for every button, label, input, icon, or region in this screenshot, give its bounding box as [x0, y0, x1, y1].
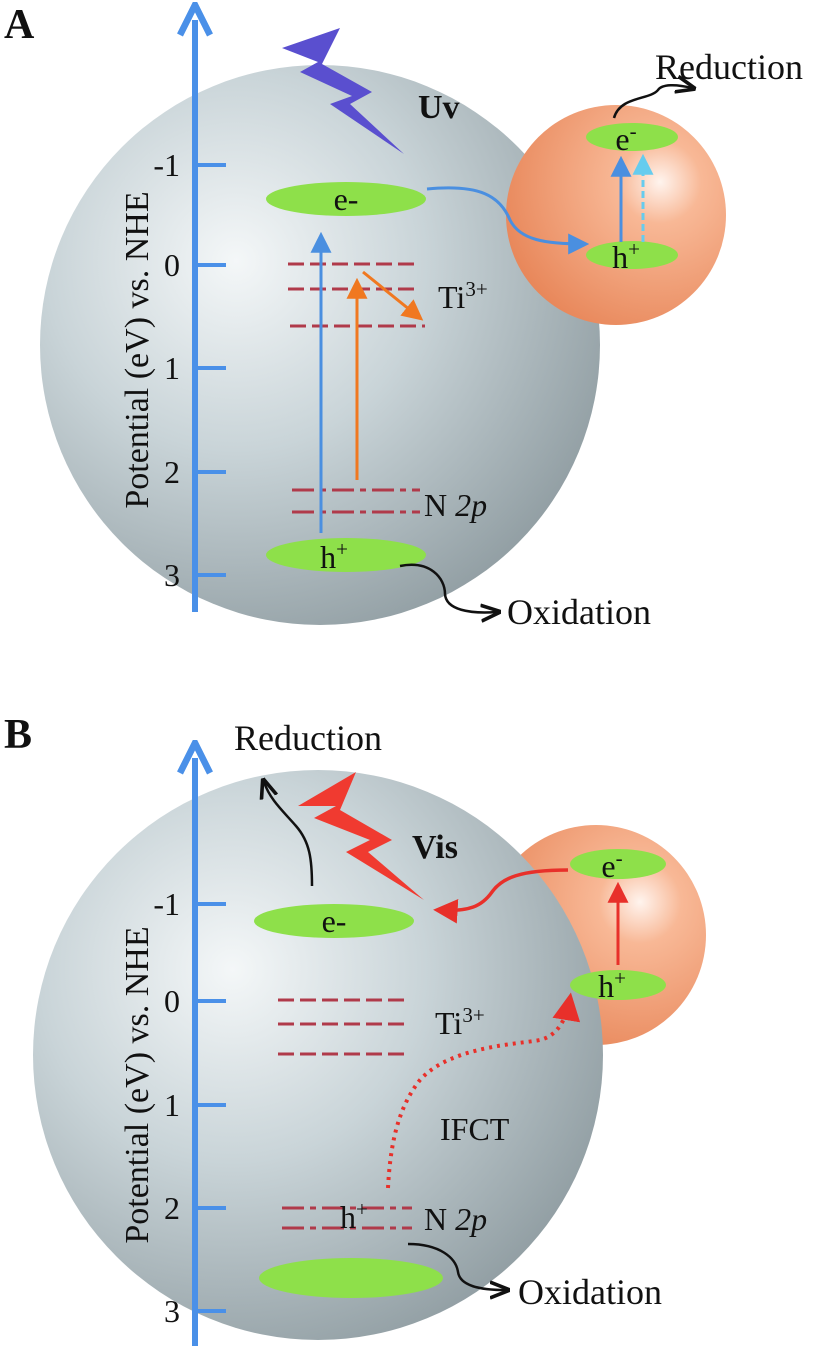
reduction-label-a: Reduction: [655, 47, 803, 87]
n2p-hole-label: h+: [340, 1197, 368, 1235]
vis-lightning-icon: [298, 772, 424, 900]
oxidation-label-a: Oxidation: [507, 592, 651, 632]
reduction-arrow-a: [612, 85, 692, 119]
tick-label: 2: [164, 454, 180, 490]
ti3-label-b: Ti3+: [435, 1003, 485, 1041]
panel-a: A -1 0 1 2 3 Potential (eV) vs. NHE Uv e…: [4, 2, 803, 632]
axis-ticks-a: [195, 163, 226, 577]
vis-label: Vis: [412, 829, 458, 866]
ifct-label: IFCT: [440, 1111, 510, 1147]
sat-conduction-band-a: [586, 123, 678, 151]
tick-label: 3: [164, 1293, 180, 1329]
host-conduction-band-a: [266, 182, 426, 216]
panel-a-letter: A: [4, 2, 35, 48]
host-conduction-band-b: [254, 904, 414, 938]
n2p-levels-a: [292, 488, 420, 514]
host-cb-label-b: e-: [322, 903, 347, 939]
host-sphere-b: [33, 770, 603, 1340]
oxidation-label-b: Oxidation: [518, 1272, 662, 1312]
sat-valence-band-b: [570, 970, 666, 1000]
panel-b-letter: B: [4, 712, 32, 758]
sat-conduction-band-b: [570, 849, 666, 879]
sat-vb-label-b: h+: [598, 966, 626, 1004]
sat-vb-label-a: h+: [612, 237, 640, 275]
panel-b: B -1 0 1 2 3 Potential (eV) vs. NHE Vis …: [4, 712, 706, 1346]
axis-title-a: Potential (eV) vs. NHE: [119, 191, 156, 508]
tick-label: 1: [164, 1087, 180, 1123]
host-cb-label: e-: [334, 181, 359, 217]
tick-label: 0: [164, 983, 180, 1019]
tick-label: 3: [164, 557, 180, 593]
n2p-label-a: N 2p: [424, 487, 487, 523]
host-vb-label: h+: [320, 537, 348, 575]
reduction-label-b: Reduction: [234, 718, 382, 758]
sat-valence-band-a: [586, 241, 678, 269]
tick-label: 1: [164, 350, 180, 386]
ti3-label-a: Ti3+: [438, 277, 488, 315]
sat-cb-label-a: e-: [615, 119, 636, 157]
axis-ticks-b: [195, 902, 226, 1313]
uv-lightning-icon: [282, 28, 404, 154]
host-valence-band-a: [266, 538, 426, 572]
tick-label: -1: [153, 886, 180, 922]
reduction-arrow-b: [264, 782, 314, 887]
axis-title-b: Potential (eV) vs. NHE: [119, 926, 156, 1243]
n2p-levels-b: [282, 1206, 412, 1230]
tick-label: 2: [164, 1190, 180, 1226]
tick-label: -1: [153, 147, 180, 183]
uv-label: Uv: [418, 89, 460, 126]
electron-injection-arrow-b: [433, 868, 569, 924]
tick-label: 0: [164, 247, 180, 283]
electron-transfer-arrow-a: [426, 186, 590, 255]
ti3-defect-levels-b: [278, 998, 410, 1056]
ti-relaxation-arrow: [362, 270, 424, 321]
n2p-label-b: N 2p: [424, 1201, 487, 1237]
satellite-sphere-a: [506, 105, 726, 325]
oxidation-arrow-b: [407, 1242, 506, 1290]
oxidation-arrow-a: [399, 563, 497, 613]
host-valence-band-b: [259, 1258, 443, 1298]
ifct-arrow: [386, 992, 581, 1189]
sat-cb-label-b: e-: [601, 846, 622, 884]
